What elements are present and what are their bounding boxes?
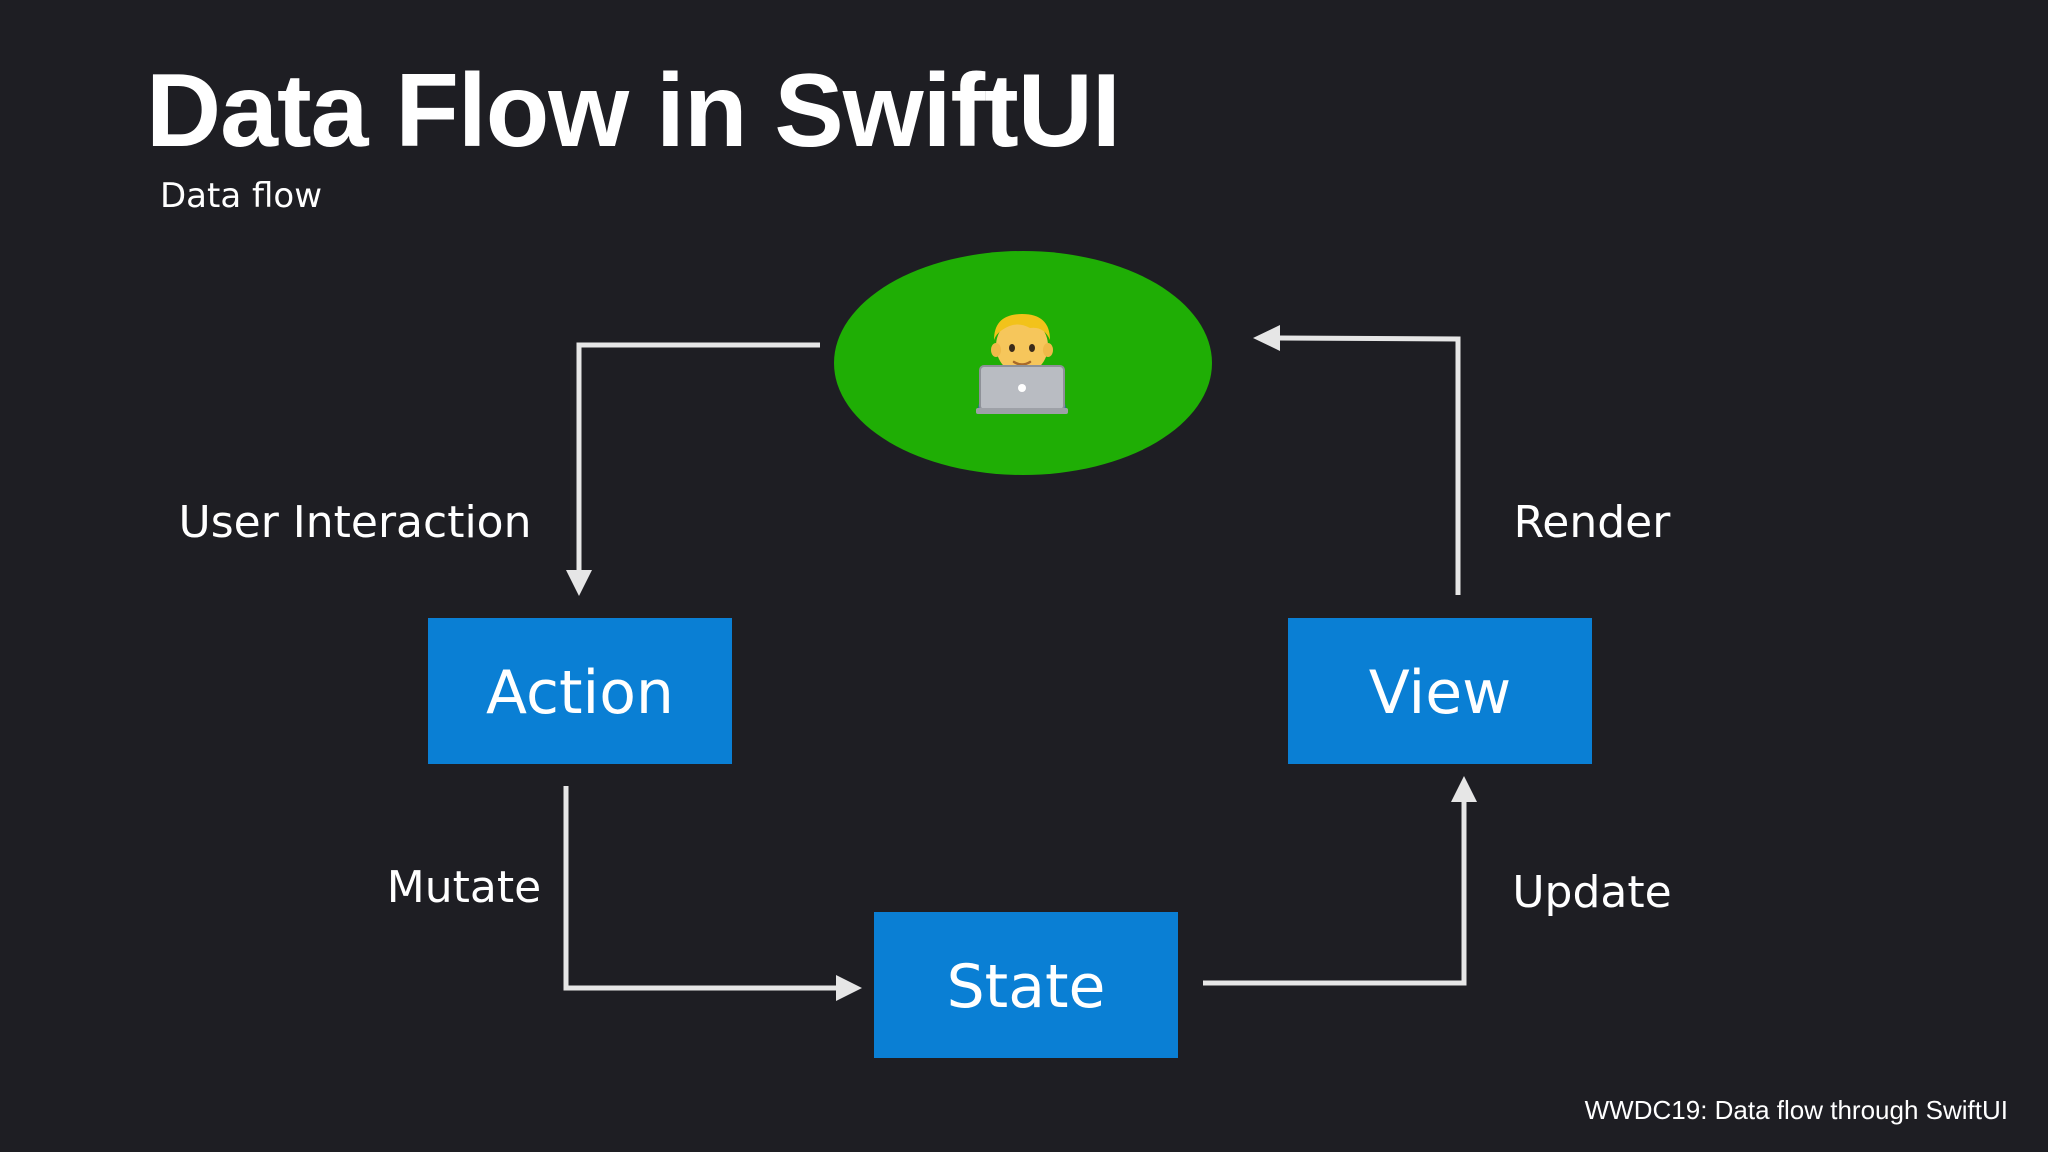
action-node: Action [428, 618, 732, 764]
edge-label-update: Update [1512, 867, 1671, 918]
edge-user-interaction [576, 342, 820, 572]
state-node-label: State [947, 952, 1106, 1022]
edge-mutate [563, 786, 840, 991]
arrowhead-user-interaction [566, 570, 592, 596]
arrowhead-render [1253, 325, 1280, 351]
state-node: State [874, 912, 1178, 1058]
view-node-label: View [1369, 658, 1511, 728]
edge-label-mutate: Mutate [387, 862, 541, 913]
slide-subtitle: Data flow [160, 176, 323, 216]
slide-title: Data Flow in SwiftUI [146, 53, 1121, 169]
arrowhead-mutate [836, 975, 862, 1001]
arrowhead-update [1451, 776, 1477, 802]
action-node-label: Action [486, 658, 674, 728]
edge-label-user-interaction: User Interaction [179, 497, 532, 548]
edge-label-render: Render [1514, 497, 1672, 548]
technologist-emoji-icon [976, 314, 1068, 414]
source-credit: WWDC19: Data flow through SwiftUI [1584, 1095, 2008, 1125]
edge-update [1203, 798, 1467, 986]
edge-render [1279, 335, 1461, 595]
view-node: View [1288, 618, 1592, 764]
